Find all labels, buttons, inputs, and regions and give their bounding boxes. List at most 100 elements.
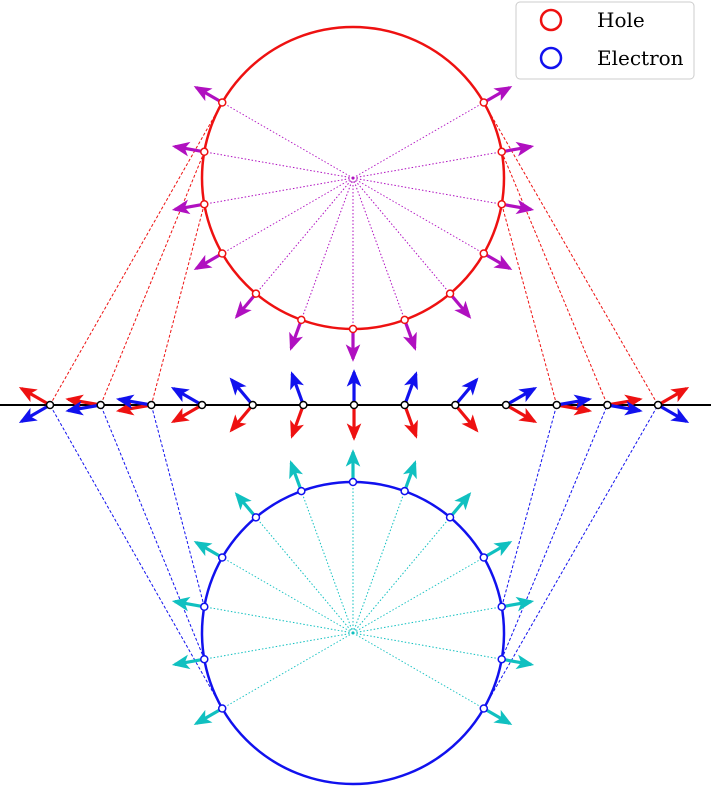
axis-point <box>96 400 105 410</box>
electron-point <box>217 704 227 713</box>
axis-electron-arrow <box>290 371 305 406</box>
axis-electron-arrow <box>115 394 152 410</box>
legend-electron-marker <box>539 46 563 70</box>
hole-outward-arrow <box>193 86 224 104</box>
hole-outward-arrow <box>482 252 513 270</box>
hole-outward-arrow <box>501 199 535 215</box>
legend-hole-marker <box>539 8 563 32</box>
hole-spoke <box>255 177 354 294</box>
hole-spoke <box>221 177 354 254</box>
electron-projection-line <box>483 404 659 709</box>
axis-point <box>552 400 561 410</box>
hole-outward-arrow <box>171 141 205 157</box>
hole-outward-arrow <box>234 292 258 319</box>
axis-point <box>451 400 460 410</box>
electron-spoke <box>204 606 354 634</box>
hole-point <box>479 98 489 107</box>
axis-hole-arrow <box>65 394 101 410</box>
hole-point <box>348 324 358 334</box>
electron-point <box>348 477 358 487</box>
hole-projection-line <box>100 151 205 406</box>
hole-outward-arrow <box>193 252 224 270</box>
axis-hole-arrow <box>454 403 479 433</box>
radial-spokes <box>204 102 502 709</box>
axis-hole-arrow <box>607 394 643 410</box>
axis-point <box>299 400 308 410</box>
electron-spoke <box>300 490 354 634</box>
electron-circle-center <box>351 631 355 635</box>
electron-spoke <box>352 490 406 634</box>
electron-projection-line <box>501 404 608 660</box>
hole-circle-center <box>351 176 355 180</box>
axis-hole-arrow <box>18 387 51 407</box>
hole-spoke <box>352 177 485 254</box>
hole-point <box>217 249 227 258</box>
electron-outward-arrow <box>501 596 535 612</box>
hole-spoke <box>352 177 406 321</box>
axis-electron-arrow <box>454 377 479 407</box>
projection-lines <box>49 102 659 709</box>
axis-point <box>197 400 207 410</box>
electron-point <box>497 654 506 664</box>
hole-spoke <box>352 151 502 179</box>
electron-point <box>479 704 489 713</box>
axis-hole-arrow <box>505 403 538 423</box>
hole-point <box>200 147 209 157</box>
electron-projection-line <box>501 404 558 607</box>
electron-point <box>200 654 209 664</box>
hole-point <box>217 98 227 107</box>
axis-hole-arrow <box>229 403 254 433</box>
electron-outward-arrow <box>289 460 304 492</box>
axis-point <box>349 400 359 410</box>
electron-spoke <box>352 632 485 709</box>
hole-outward-arrow <box>171 199 205 215</box>
electron-point <box>445 513 455 522</box>
axis-hole-arrow <box>556 400 593 416</box>
legend: Hole Electron <box>515 1 695 80</box>
electron-outward-arrow <box>171 654 205 670</box>
axis-hole-arrow <box>657 387 690 407</box>
hole-point <box>200 199 209 209</box>
electron-point <box>479 553 489 562</box>
hole-outward-arrow <box>501 141 535 157</box>
hole-spoke <box>204 177 354 205</box>
hole-point <box>497 147 506 157</box>
axis-point <box>248 400 257 410</box>
electron-spoke <box>204 632 354 660</box>
hole-point <box>445 289 455 298</box>
electron-point <box>400 486 409 496</box>
sample-points <box>45 98 663 713</box>
axis-point <box>45 400 55 410</box>
electron-outward-arrow <box>234 492 258 519</box>
axis-electron-arrow <box>556 394 593 410</box>
electron-point <box>200 602 209 612</box>
electron-outward-arrow <box>448 492 472 519</box>
hole-outward-arrow <box>482 86 513 104</box>
electron-point <box>217 553 227 562</box>
axis-hole-arrow <box>170 403 203 423</box>
hole-spoke <box>221 102 354 179</box>
axis-hole-arrow <box>403 404 418 439</box>
electron-outward-arrow <box>482 541 513 559</box>
electron-outward-arrow <box>482 707 513 725</box>
hole-outward-arrow <box>289 319 304 351</box>
electron-outward-arrow <box>501 654 535 670</box>
electron-point <box>251 513 261 522</box>
hole-spoke <box>300 177 354 321</box>
axis-electron-arrow <box>403 371 418 406</box>
hole-projection-line <box>483 102 659 406</box>
hole-point <box>251 289 261 298</box>
electron-outward-arrow <box>402 460 417 492</box>
legend-hole-label: Hole <box>597 8 645 32</box>
axis-electron-arrow <box>607 400 643 416</box>
axis-hole-arrow <box>290 404 305 439</box>
hole-projection-line <box>501 204 558 406</box>
hole-outward-arrow <box>402 319 417 351</box>
electron-projection-line <box>49 404 223 709</box>
axis-electron-arrow <box>657 403 690 423</box>
electron-spoke <box>352 517 451 634</box>
hole-outward-arrow <box>448 292 472 319</box>
axis-point <box>147 400 156 410</box>
axis-point <box>603 400 612 410</box>
axis-point <box>501 400 511 410</box>
